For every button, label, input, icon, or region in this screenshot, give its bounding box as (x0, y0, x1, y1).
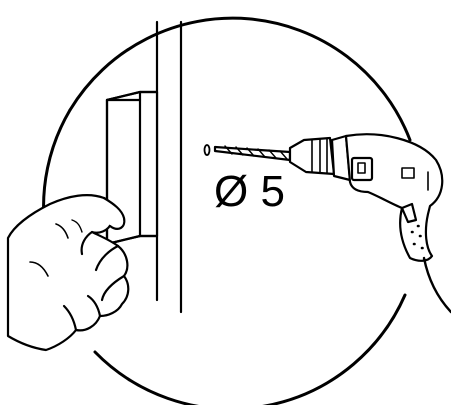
drill-size-label: Ø 5 (214, 170, 285, 214)
hand-icon (8, 195, 128, 350)
wall-post (157, 22, 181, 312)
circle-frame-bottom-arc (95, 295, 405, 405)
drill-hole-mark-icon (205, 145, 210, 155)
power-drill-icon (290, 134, 442, 261)
drill-bit-icon (215, 146, 290, 160)
power-cord-icon (424, 258, 451, 312)
